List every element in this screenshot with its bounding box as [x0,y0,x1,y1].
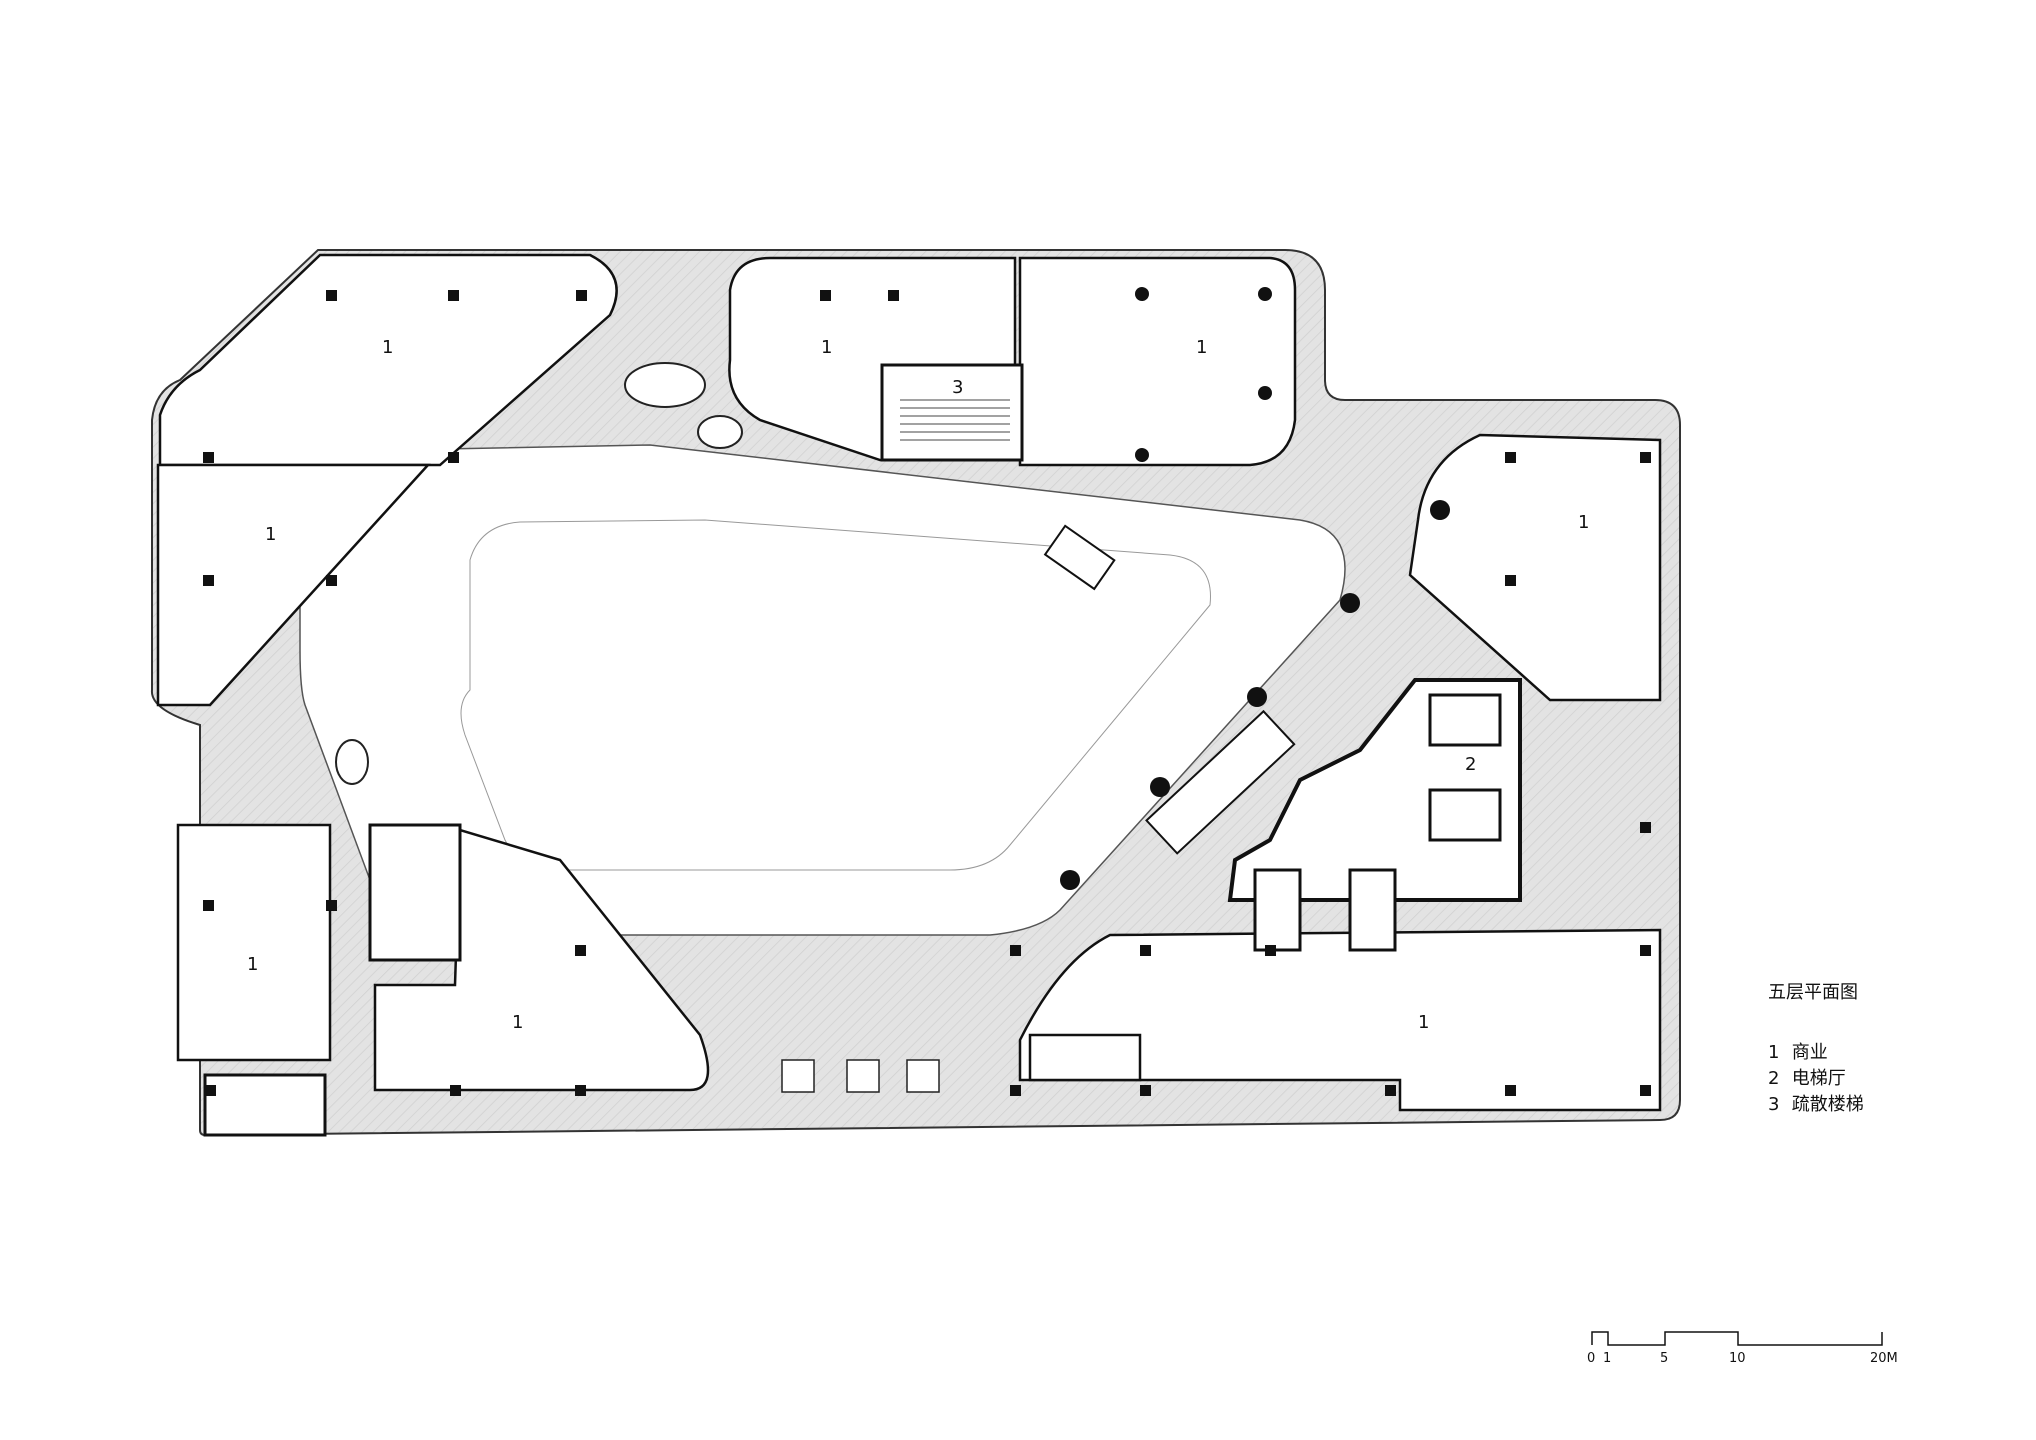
legend-label: 疏散楼梯 [1791,1094,1864,1115]
sw-stair [203,1073,327,1137]
se-stair [1028,1033,1142,1082]
scale-bar [1591,1331,1883,1346]
drawing-title: 五层平面图 [1768,982,1858,1003]
north-stair [880,363,1024,462]
scale-bar-labels: 0 1 5 10 20M [1587,1351,1898,1366]
planter-oval [624,362,706,408]
scale-label-1: 1 [1603,1351,1611,1366]
columns [203,287,1651,1096]
tree-planters [781,1059,940,1093]
room-num-se-shop: 1 [1418,1012,1429,1033]
n-retail-b [1018,256,1297,467]
scale-label-0: 0 [1587,1351,1595,1366]
se-retail [1018,928,1662,1112]
legend-label: 商业 [1791,1042,1828,1063]
legend-item: 1 商业 [1768,1040,1864,1066]
east-lift-d [1348,868,1397,952]
legend-item: 2 电梯厅 [1768,1066,1864,1092]
legend-num: 3 [1768,1094,1780,1115]
room-num-s-shop: 1 [512,1012,523,1033]
room-num-n-stair: 3 [952,377,963,398]
sw-core [368,823,462,962]
room-num-n-shop-a: 1 [821,337,832,358]
east-lift-a [1428,693,1502,747]
planter-oval [697,415,743,449]
north-stair-treads [900,399,1010,441]
legend-item: 3 疏散楼梯 [1768,1092,1864,1118]
sw-retail [176,823,332,1062]
room-num-nw-shop: 1 [382,337,393,358]
legend-label: 电梯厅 [1791,1068,1846,1089]
escalator [1145,709,1296,855]
room-labels: 1 1 3 1 1 1 2 1 1 1 [247,337,1589,1033]
e-retail [1408,433,1662,702]
room-num-w-shop: 1 [265,524,276,545]
scale-label-20m: 20M [1870,1351,1898,1366]
room-num-sw-shop: 1 [247,954,258,975]
legend-block: 五层平面图 1 商业 2 电梯厅 3 疏散楼梯 [1768,980,1864,1118]
w-retail [156,463,431,707]
legend-num: 1 [1768,1042,1780,1063]
mid-shaft [1043,524,1116,591]
room-num-lift-lobby: 2 [1465,754,1476,775]
east-lift-b [1428,788,1502,842]
scale-label-5: 5 [1660,1351,1668,1366]
room-num-e-shop: 1 [1578,512,1589,533]
east-lift-c [1253,868,1302,952]
nw-retail [158,253,618,467]
legend-num: 2 [1768,1068,1780,1089]
scale-label-10: 10 [1729,1351,1746,1366]
planter-oval [335,739,369,785]
room-num-n-shop-b: 1 [1196,337,1207,358]
